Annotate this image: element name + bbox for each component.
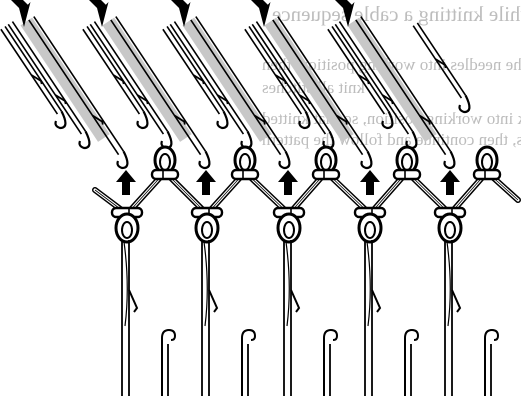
stitch-loop-bottom [435, 208, 465, 242]
latch-needle-hook [242, 330, 255, 396]
latch-needle-vertical [445, 240, 460, 396]
latch-needle-diagonal [183, 17, 290, 168]
latch-needle-diagonal [265, 17, 372, 168]
stitch-loop-top [313, 147, 339, 179]
arrow-down-right-icon [249, 0, 271, 27]
stitch-loop-bottom [274, 208, 304, 242]
stitch-loop-top [152, 147, 178, 179]
stitch-loop-bottom [112, 208, 142, 242]
arrow-up-icon [360, 170, 380, 195]
latch-needle-vertical [284, 240, 299, 396]
latch-needle-vertical [122, 240, 137, 396]
latch-needle-diagonal [21, 17, 128, 168]
stitch-loop-top [474, 147, 500, 179]
latch-needle-hook [485, 330, 498, 396]
latch-needles-upper [1, 17, 470, 168]
latch-needle-diagonal [413, 23, 469, 112]
stitch-loop-top [232, 147, 258, 179]
latch-needle-hook [162, 330, 175, 396]
stitch-loop-top [394, 147, 420, 179]
arrow-up-icon [440, 170, 460, 195]
stitch-loop-bottom [192, 208, 222, 242]
latch-needle-hook [405, 330, 418, 396]
latch-needle-hook [324, 330, 337, 396]
arrow-up-icon [116, 170, 136, 195]
stitch-loop-bottom [355, 208, 385, 242]
latch-needles-lower [122, 240, 498, 396]
arrow-up-icon [196, 170, 216, 195]
latch-needle-vertical [365, 240, 380, 396]
arrow-up-icon [278, 170, 298, 195]
latch-needle-vertical [202, 240, 217, 396]
arrow-down-right-icon [87, 0, 109, 27]
